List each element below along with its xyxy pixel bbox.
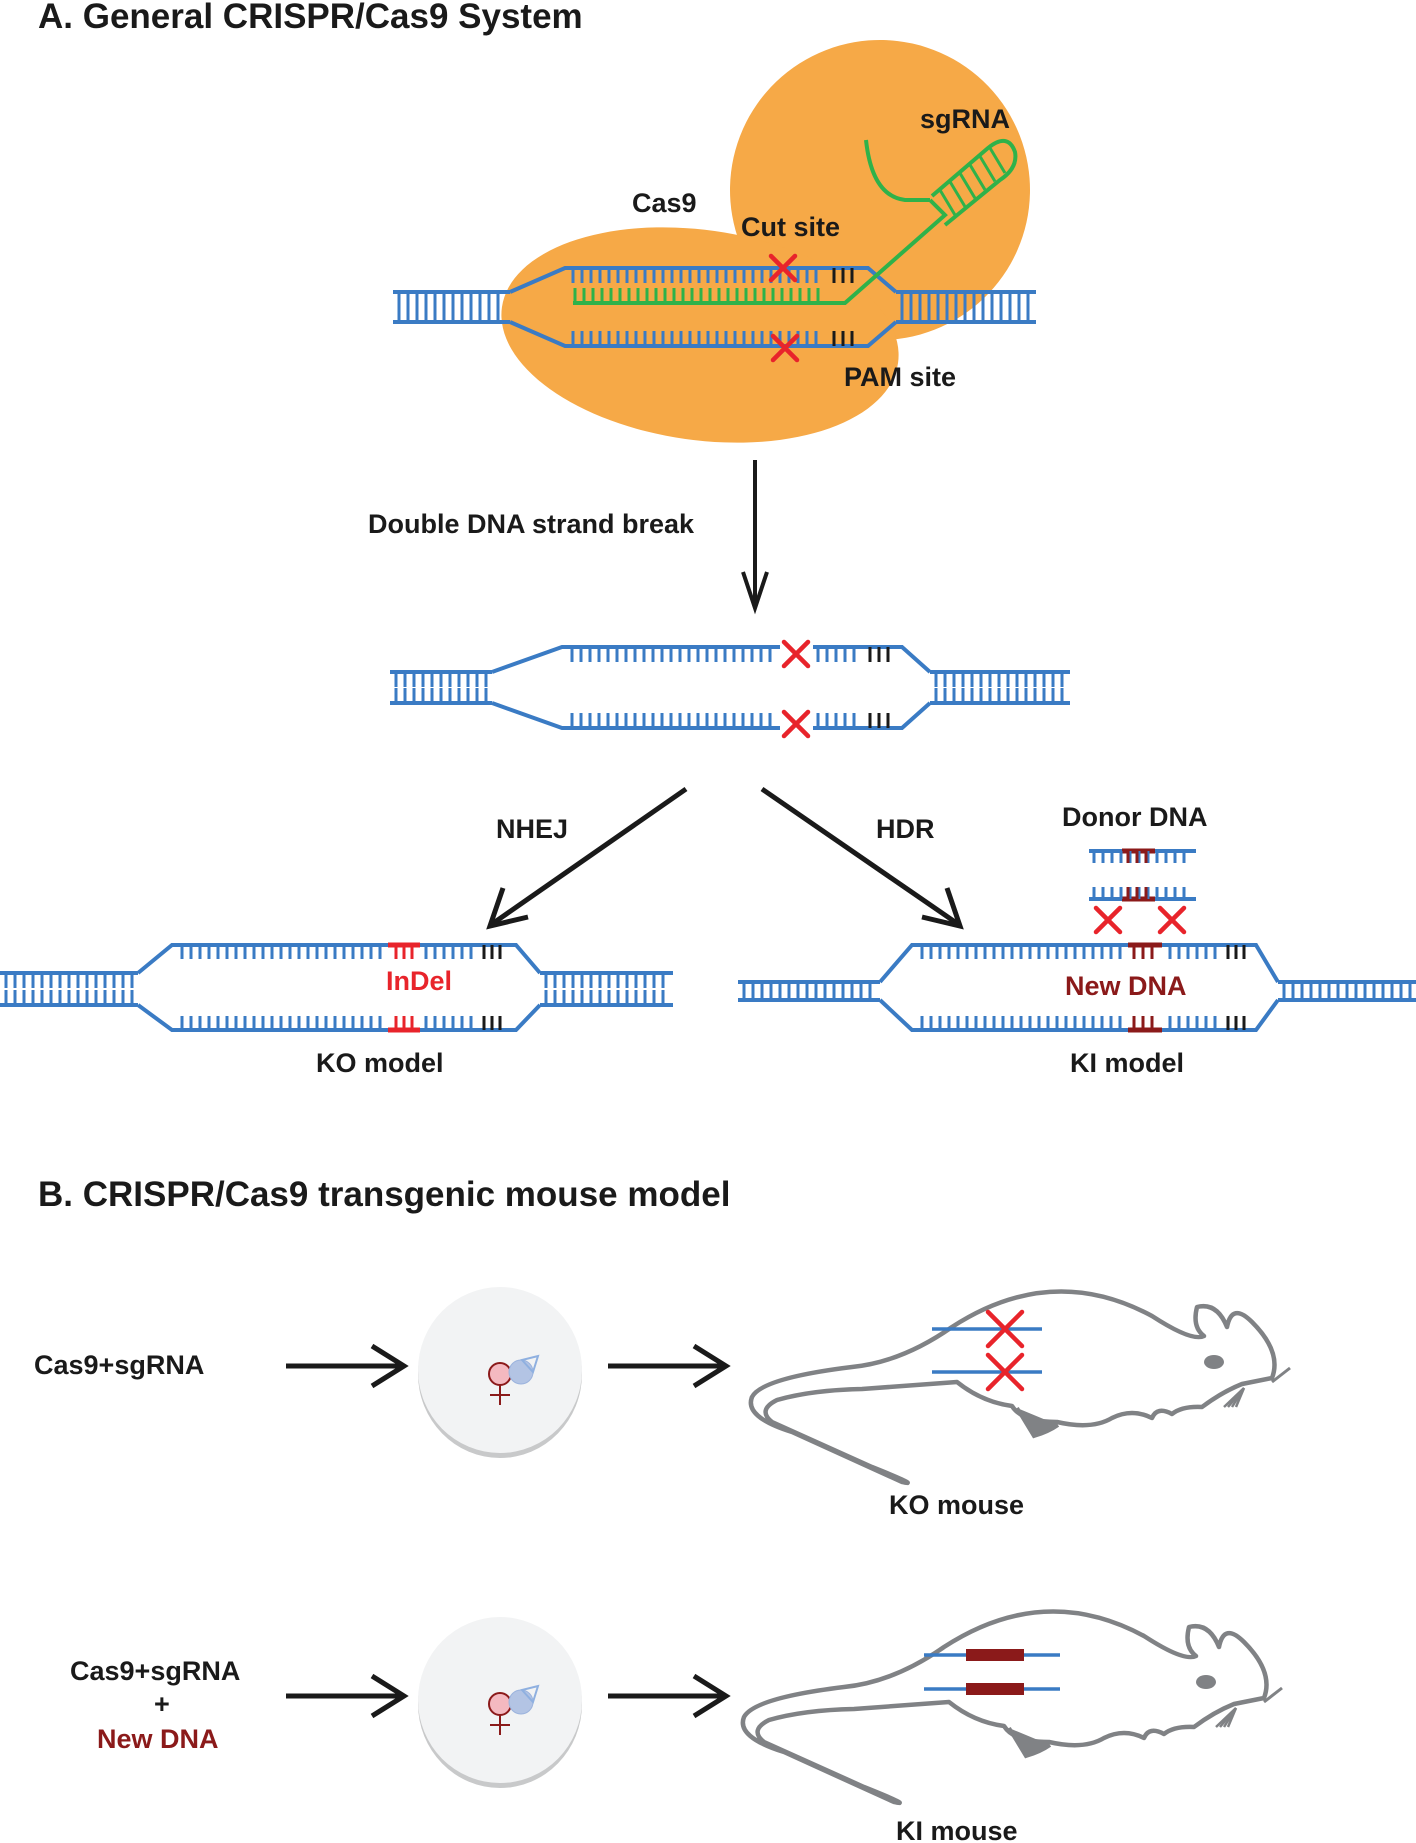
indel-label: InDel bbox=[386, 966, 452, 996]
sgrna-strand bbox=[573, 139, 1018, 305]
mouse-paw bbox=[1015, 1406, 1060, 1439]
sperm-tail bbox=[520, 1354, 540, 1374]
section-b-title: B. CRISPR/Cas9 transgenic mouse model bbox=[38, 1175, 730, 1214]
dna-strand-top bbox=[491, 645, 932, 674]
dna-strand-bottom bbox=[136, 1003, 542, 1032]
knockout-mark bbox=[985, 1352, 1025, 1392]
female-pronucleus bbox=[488, 1362, 512, 1386]
sgrna-stem-pair bbox=[968, 164, 987, 191]
cas9-label: Cas9 bbox=[632, 188, 697, 218]
arrow-to-embryo bbox=[286, 1673, 409, 1719]
ko-model-caption: KO model bbox=[316, 1048, 444, 1078]
cut-site-label: Cut site bbox=[741, 212, 840, 242]
cut-mark bbox=[781, 639, 811, 669]
new-dna-label: New DNA bbox=[1065, 971, 1187, 1001]
cut-site-marks bbox=[768, 253, 800, 363]
ko-model-dna bbox=[0, 942, 673, 1033]
female-pronucleus bbox=[488, 1692, 512, 1716]
arrow-to-mouse bbox=[608, 1343, 731, 1389]
dna-strand-bottom bbox=[491, 701, 932, 730]
ko-input-label: Cas9+sgRNA bbox=[34, 1350, 204, 1380]
target-dna-unwound bbox=[393, 266, 1036, 348]
ki-model-caption: KI model bbox=[1070, 1048, 1184, 1078]
ko-mouse-caption: KO mouse bbox=[889, 1490, 1024, 1520]
ko-mouse-icon bbox=[748, 1289, 1291, 1486]
sgrna-stem-pair bbox=[958, 172, 977, 199]
sgrna-tail bbox=[864, 139, 930, 202]
mouse-nose bbox=[1263, 1686, 1283, 1704]
section-a-title: A. General CRISPR/Cas9 System bbox=[38, 0, 583, 36]
donor-dna bbox=[1089, 848, 1196, 935]
down-arrow-head bbox=[741, 571, 769, 615]
sgrna-stem-pair bbox=[978, 155, 997, 183]
donor-dna-label: Donor DNA bbox=[1062, 802, 1207, 832]
mouse-nose bbox=[1271, 1366, 1291, 1384]
sgrna-stem-pair bbox=[988, 147, 1007, 174]
male-pronucleus bbox=[508, 1689, 534, 1715]
pathway-arrows: NHEJ HDR Donor DNA bbox=[486, 786, 1207, 930]
double-strand-break-step: Double DNA strand break bbox=[368, 460, 769, 615]
sgrna-label: sgRNA bbox=[920, 104, 1010, 134]
ki-input-label-line3: New DNA bbox=[97, 1724, 219, 1754]
cut-mark bbox=[781, 709, 811, 739]
cut-mark bbox=[770, 333, 800, 363]
ki-mouse-row: Cas9+sgRNA + New DNA KI mouse bbox=[70, 1609, 1283, 1843]
knockin-insert bbox=[966, 1683, 1024, 1695]
sgrna-hairpin bbox=[930, 139, 1018, 227]
hdr-arrow-head bbox=[921, 887, 964, 930]
fertilized-egg-icon bbox=[418, 1617, 582, 1788]
mouse-whisker bbox=[1226, 1707, 1238, 1728]
ki-input-label-line1: Cas9+sgRNA bbox=[70, 1656, 240, 1686]
ko-mouse-row: Cas9+sgRNA KO mouse bbox=[34, 1287, 1291, 1520]
arrow-to-mouse bbox=[608, 1673, 731, 1719]
sperm-tail bbox=[520, 1684, 540, 1704]
broken-dna bbox=[390, 639, 1070, 739]
arrow-to-embryo bbox=[286, 1343, 409, 1389]
double-strand-break-label: Double DNA strand break bbox=[368, 509, 695, 539]
nhej-arrow-head bbox=[486, 887, 529, 930]
mouse-whisker bbox=[1234, 1387, 1246, 1408]
ki-mouse-icon bbox=[740, 1609, 1283, 1806]
mouse-paw bbox=[1007, 1726, 1052, 1759]
recombination-mark bbox=[1157, 905, 1187, 935]
mouse-outline bbox=[740, 1609, 1269, 1806]
pam-site-label: PAM site bbox=[844, 362, 956, 392]
mouse-eye bbox=[1204, 1355, 1224, 1369]
sgrna-stem-pair bbox=[948, 180, 967, 208]
mouse-eye bbox=[1196, 1675, 1216, 1689]
nhej-arrow-shaft bbox=[490, 786, 688, 927]
male-pronucleus bbox=[508, 1359, 534, 1385]
knockout-mark bbox=[985, 1309, 1025, 1349]
fertilized-egg-icon bbox=[418, 1287, 582, 1458]
cas9-complex: Cas9 sgRNA Cut site PAM site bbox=[393, 40, 1036, 443]
cut-mark bbox=[768, 253, 798, 283]
recombination-mark bbox=[1093, 905, 1123, 935]
hdr-label: HDR bbox=[876, 814, 935, 844]
ki-input-label-line2: + bbox=[154, 1689, 170, 1719]
hdr-arrow-shaft bbox=[760, 786, 960, 927]
dna-strand-top bbox=[136, 943, 542, 975]
sgrna-stem-pair bbox=[938, 189, 957, 216]
ki-mouse-caption: KI mouse bbox=[896, 1816, 1018, 1843]
ki-model-dna bbox=[738, 942, 1416, 1033]
nhej-label: NHEJ bbox=[496, 814, 568, 844]
knockin-insert bbox=[966, 1649, 1024, 1661]
